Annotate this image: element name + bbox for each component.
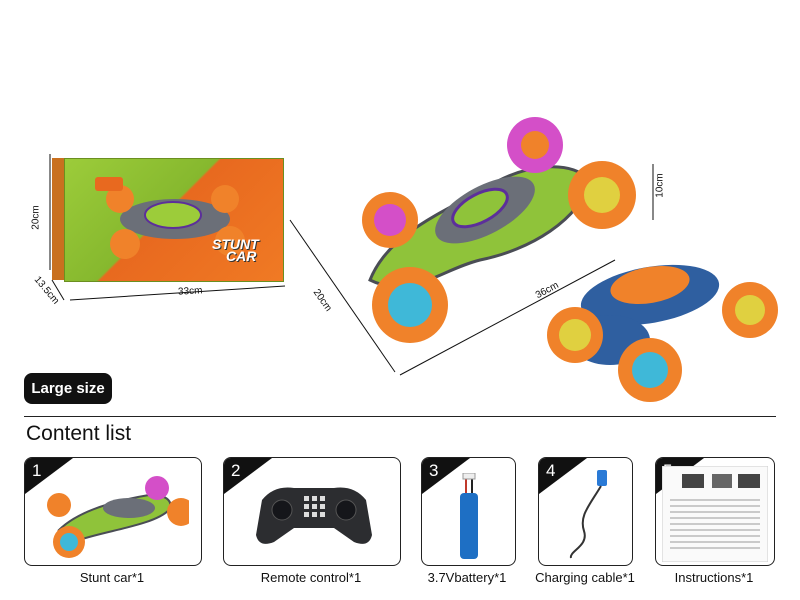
content-card-charging-cable: 4 [538,457,633,566]
stunt-car-thumbnail [47,476,189,558]
caption-stunt-car: Stunt car*1 [79,570,145,585]
content-card-instructions: 5 [655,457,775,566]
card-corner-badge [224,458,272,494]
caption-battery: 3.7Vbattery*1 [427,570,507,585]
box-height-label: 20cm [30,205,42,230]
content-list-title: Content list [26,422,132,445]
card-number: 4 [546,461,556,480]
battery-thumbnail [460,473,478,559]
content-card-battery: 3 [421,457,516,566]
card-corner-badge [539,458,587,494]
box-front-panel [64,158,284,282]
caption-instructions: Instructions*1 [674,570,754,585]
box-stunt-text: STUNT [212,236,259,252]
box-stunt-car-logo: STUNT CAR [212,236,259,264]
car-dimension-lines [289,164,654,376]
car-height-label: 10cm [654,173,666,198]
content-card-stunt-car: 1 [24,457,202,566]
box-dimension-lines [49,154,286,301]
box-side-panel [52,158,66,280]
card-number: 2 [231,461,241,480]
content-card-remote-control: 2 [223,457,401,566]
box-width-label: 33cm [177,285,203,298]
stunt-car-blue-image [547,264,778,402]
caption-remote-control: Remote control*1 [260,570,362,585]
caption-charging-cable: Charging cable*1 [535,570,635,585]
box-car-artwork [95,177,245,259]
card-corner-badge [25,458,73,494]
card-number: 1 [32,461,42,480]
remote-control-thumbnail [256,487,372,544]
charging-cable-thumbnail [569,470,607,559]
stunt-car-main-image [362,117,636,343]
card-number: 3 [429,461,439,480]
section-divider [24,416,776,417]
instructions-thumbnail [662,466,768,562]
large-size-badge: Large size [24,373,112,404]
box-car-text: CAR [226,248,257,264]
card-corner-badge [422,458,470,494]
